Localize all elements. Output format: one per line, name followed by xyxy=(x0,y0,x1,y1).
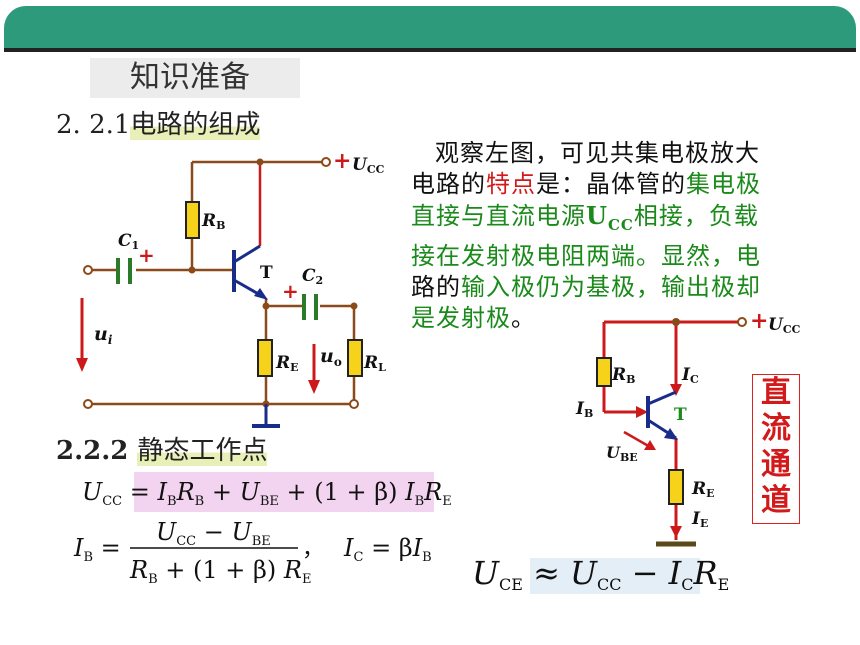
svg-text:RB: RB xyxy=(611,365,635,386)
formula-vcc: UCC = IBRB + UBE + (1 + β) IBRE xyxy=(82,478,452,509)
svg-text:RE: RE xyxy=(275,353,299,374)
formula-highlight xyxy=(134,472,434,512)
svg-text:uo: uo xyxy=(320,345,342,369)
svg-text:T: T xyxy=(674,405,687,425)
obs-line: 接在发射极电阻两端。显然，电 xyxy=(411,241,761,270)
observation-text: 观察左图，可见共集电极放大 电路的特点是：晶体管的集电极 直接与直流电源UCC相… xyxy=(411,138,817,334)
formula-uce: UCE ≈ UCC − ICRE xyxy=(472,554,729,594)
subsection-title: 静态工作点 xyxy=(137,436,268,466)
header-divider xyxy=(4,48,856,52)
formula-highlight xyxy=(530,558,700,594)
subsection-heading-1: 2. 2.1电路的组成 xyxy=(56,104,261,141)
dc-path-label: 直流通道 xyxy=(752,374,800,524)
svg-text:IC: IC xyxy=(681,365,699,386)
plus-sign: + xyxy=(333,148,351,174)
svg-text:ui: ui xyxy=(94,323,113,347)
formula-ib-lhs: IB = xyxy=(73,534,121,565)
subsection-title: 电路的组成 xyxy=(130,110,261,140)
svg-text:+: + xyxy=(750,308,768,334)
obs-line: 电路的特点是：晶体管的集电极 xyxy=(411,170,761,198)
svg-text:RE: RE xyxy=(691,479,715,500)
svg-text:UCC: UCC xyxy=(352,155,385,176)
svg-text:IE: IE xyxy=(691,509,708,530)
header-bar xyxy=(4,6,856,48)
svg-text:RL: RL xyxy=(363,353,386,374)
svg-text:，: ， xyxy=(302,537,324,562)
svg-text:+: + xyxy=(282,279,299,303)
svg-text:UCC: UCC xyxy=(768,315,801,336)
svg-text:C1: C1 xyxy=(118,231,139,252)
svg-text:RB: RB xyxy=(201,211,225,232)
formula-ib-denominator: RB + (1 + β) RE xyxy=(129,556,311,587)
svg-text:+: + xyxy=(138,243,155,267)
formula-ib-numerator: UCC − UBE xyxy=(156,518,271,549)
section-title: 知识准备 xyxy=(90,58,300,98)
subsection-number: 2.2.2 xyxy=(56,436,138,466)
obs-line: 路的输入极仍为基极，输出极却 xyxy=(411,272,761,301)
subsection-number: 2. 2.1 xyxy=(56,110,131,140)
obs-line: 观察左图，可见共集电极放大 xyxy=(435,139,760,167)
formula-ic: IC = βIB xyxy=(343,534,432,565)
obs-line: 是发射极。 xyxy=(411,303,536,332)
svg-text:C2: C2 xyxy=(302,266,323,287)
svg-text:T: T xyxy=(260,263,273,283)
svg-text:IB: IB xyxy=(575,399,593,420)
svg-text:UBE: UBE xyxy=(606,443,638,464)
subsection-heading-2: 2.2.2 静态工作点 xyxy=(56,430,268,467)
obs-line: 直接与直流电源UCC相接，负载 xyxy=(411,201,759,234)
